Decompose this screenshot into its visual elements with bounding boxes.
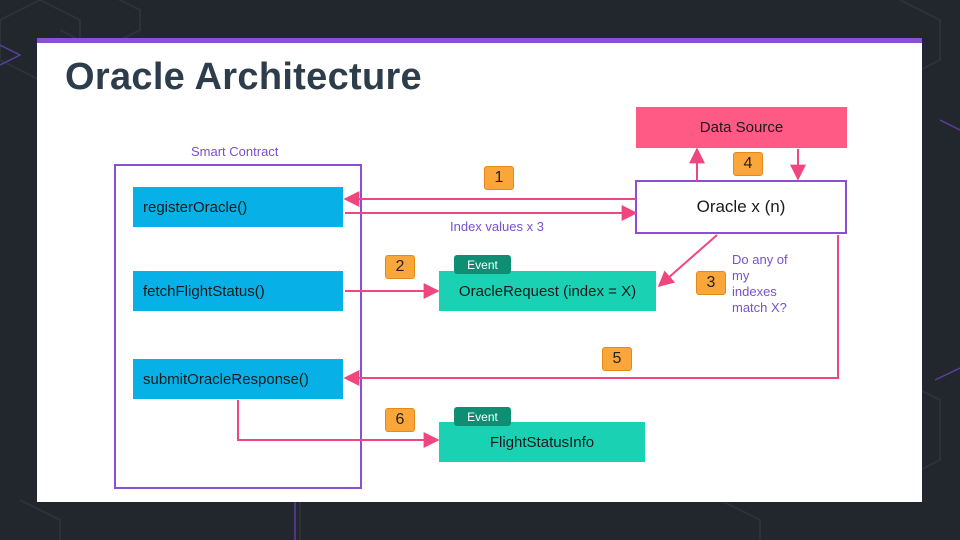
submit-oracle-response-function[interactable]: submitOracleResponse() xyxy=(133,359,343,399)
flight-status-info-event[interactable]: FlightStatusInfo xyxy=(439,422,645,462)
step-badge-6: 6 xyxy=(385,408,415,432)
index-match-question: Do any of my indexes match X? xyxy=(732,252,788,316)
register-oracle-function[interactable]: registerOracle() xyxy=(133,187,343,227)
index-values-note: Index values x 3 xyxy=(450,219,544,234)
oracle-box[interactable]: Oracle x (n) xyxy=(696,197,786,216)
oracle-box-outline xyxy=(635,180,847,234)
data-source-box[interactable]: Data Source xyxy=(636,107,847,148)
step-badge-5: 5 xyxy=(602,347,632,371)
step-badge-1: 1 xyxy=(484,166,514,190)
step-badge-2: 2 xyxy=(385,255,415,279)
oracle-request-event[interactable]: OracleRequest (index = X) xyxy=(439,271,656,311)
arrow-oracle-to-request xyxy=(657,234,718,288)
smart-contract-container xyxy=(114,164,362,489)
smart-contract-label: Smart Contract xyxy=(191,144,279,159)
oracle-request-event-tag: Event xyxy=(454,255,511,274)
arrow-oracle-response xyxy=(343,235,839,386)
index-match-line-1: Do any of xyxy=(732,252,788,267)
slide-title: Oracle Architecture xyxy=(65,56,422,98)
flight-status-info-event-tag: Event xyxy=(454,407,511,426)
step-badge-4: 4 xyxy=(733,152,763,176)
index-match-line-3: indexes xyxy=(732,284,777,299)
index-match-line-2: my xyxy=(732,268,750,283)
fetch-flight-status-function[interactable]: fetchFlightStatus() xyxy=(133,271,343,311)
step-badge-3: 3 xyxy=(696,271,726,295)
index-match-line-4: match X? xyxy=(732,300,787,315)
arrow-submit-to-status xyxy=(237,400,440,448)
